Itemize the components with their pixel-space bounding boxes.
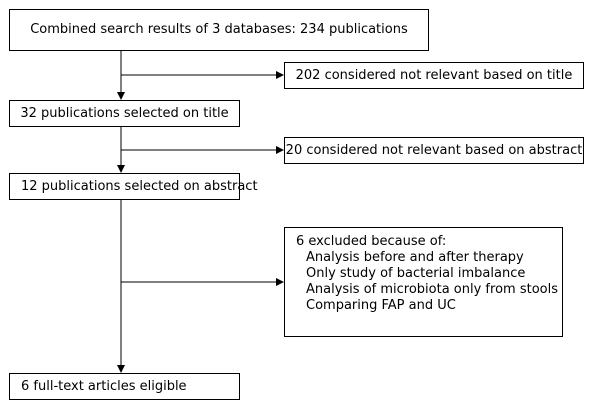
exclusion-reasons-list: Analysis before and after therapy Only s… bbox=[296, 250, 562, 314]
selected-abstract-box: 12 publications selected on abstract bbox=[9, 173, 258, 200]
excluded-title-box: 202 considered not relevant based on tit… bbox=[284, 62, 584, 89]
excluded-abstract-text: 20 considered not relevant based on abst… bbox=[285, 142, 583, 158]
selected-title-box: 32 publications selected on title bbox=[9, 100, 240, 127]
selected-abstract-text: 12 publications selected on abstract bbox=[21, 178, 258, 194]
exclusion-reason: Analysis before and after therapy bbox=[306, 250, 524, 265]
search-results-text: Combined search results of 3 databases: … bbox=[30, 22, 408, 37]
exclusion-reason: Analysis of microbiota only from stools bbox=[306, 282, 558, 297]
eligible-text: 6 full-text articles eligible bbox=[21, 378, 187, 394]
selected-title-text: 32 publications selected on title bbox=[20, 105, 229, 121]
exclusion-reason: Only study of bacterial imbalance bbox=[306, 266, 526, 281]
excluded-final-box: 6 excluded because of: Analysis before a… bbox=[284, 227, 563, 337]
excluded-final-heading: 6 excluded because of: bbox=[296, 234, 447, 249]
excluded-title-text: 202 considered not relevant based on tit… bbox=[295, 67, 573, 83]
search-results-box: Combined search results of 3 databases: … bbox=[9, 9, 429, 51]
eligible-box: 6 full-text articles eligible bbox=[9, 373, 240, 400]
exclusion-reason: Comparing FAP and UC bbox=[306, 298, 456, 313]
excluded-abstract-box: 20 considered not relevant based on abst… bbox=[284, 137, 584, 164]
